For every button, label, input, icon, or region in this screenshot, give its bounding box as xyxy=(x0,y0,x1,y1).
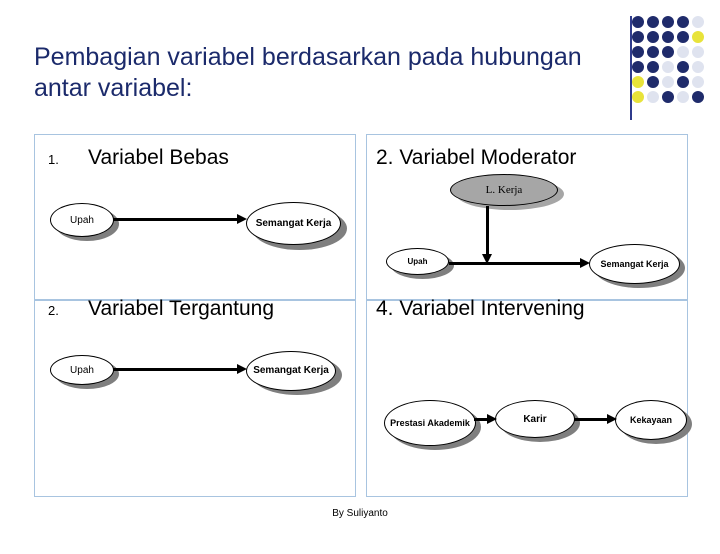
decorative-dot xyxy=(647,61,659,73)
node-upah-q3: Upah xyxy=(50,355,114,385)
page-title: Pembagian variabel berdasarkan pada hubu… xyxy=(34,43,582,102)
node-upah-q2: Upah xyxy=(386,248,449,275)
quadrant-2-label: Variabel Moderator xyxy=(399,146,577,169)
connector-upah-to-semangat-q1 xyxy=(113,214,247,224)
decorative-dot xyxy=(677,76,689,88)
node-upah-q1: Upah xyxy=(50,203,114,237)
decorative-dot xyxy=(662,31,674,43)
node-karir-q4: Karir xyxy=(495,400,575,438)
connector-prestasi-to-karir-q4 xyxy=(474,414,497,424)
decorative-dot xyxy=(647,76,659,88)
decorative-dot xyxy=(632,46,644,58)
connector-upah-to-semangat-q2 xyxy=(449,258,590,268)
decorative-dot xyxy=(677,16,689,28)
decorative-dot xyxy=(677,31,689,43)
decorative-dot xyxy=(632,76,644,88)
decorative-dot xyxy=(677,46,689,58)
quadrant-2-number: 2. xyxy=(376,146,394,169)
decorative-dot xyxy=(662,16,674,28)
quadrant-3-label: Variabel Tergantung xyxy=(88,297,275,320)
decorative-dot xyxy=(647,31,659,43)
decorative-dot xyxy=(647,91,659,103)
node-lingkungan-kerja-q2: L. Kerja xyxy=(450,174,558,206)
quadrant-variabel-moderator xyxy=(366,134,688,301)
quadrant-4-number: 4. xyxy=(376,297,394,320)
decorative-dot xyxy=(677,61,689,73)
decorative-dot xyxy=(632,31,644,43)
vertical-divider xyxy=(630,16,632,120)
quadrant-3-number: 2. xyxy=(48,303,59,318)
decorative-dot xyxy=(647,46,659,58)
quadrant-4-label-full: 4. Variabel Intervening xyxy=(376,297,585,321)
quadrant-variabel-intervening xyxy=(366,299,688,497)
decorative-dot xyxy=(662,46,674,58)
decorative-dot xyxy=(632,16,644,28)
decorative-dot xyxy=(677,91,689,103)
quadrant-variabel-tergantung xyxy=(34,299,356,497)
connector-lingkungan-kerja-down-q2 xyxy=(482,206,492,264)
node-semangat-kerja-q2: Semangat Kerja xyxy=(589,244,680,284)
decorative-dot xyxy=(692,91,704,103)
decorative-dot xyxy=(632,61,644,73)
decorative-dot xyxy=(647,16,659,28)
decorative-dot xyxy=(692,61,704,73)
decorative-dot xyxy=(662,61,674,73)
decorative-dot xyxy=(692,46,704,58)
node-prestasi-akademik-q4: Prestasi Akademik xyxy=(384,400,476,446)
quadrant-variabel-bebas xyxy=(34,134,356,301)
decorative-dot-grid xyxy=(632,16,708,108)
decorative-dot xyxy=(662,76,674,88)
node-kekayaan-q4: Kekayaan xyxy=(615,400,687,440)
decorative-dot xyxy=(692,16,704,28)
decorative-dot xyxy=(692,76,704,88)
decorative-dot xyxy=(632,91,644,103)
decorative-dot xyxy=(692,31,704,43)
quadrant-4-label: Variabel Intervening xyxy=(399,297,585,320)
connector-karir-to-kekayaan-q4 xyxy=(574,414,617,424)
quadrant-1-number: 1. xyxy=(48,152,59,167)
node-semangat-kerja-q3: Semangat Kerja xyxy=(246,351,336,391)
slide-footer: By Suliyanto xyxy=(332,508,388,519)
decorative-dot xyxy=(662,91,674,103)
quadrant-2-label-full: 2. Variabel Moderator xyxy=(376,146,576,170)
node-semangat-kerja-q1: Semangat Kerja xyxy=(246,202,341,245)
quadrant-1-label: Variabel Bebas xyxy=(88,146,229,169)
connector-upah-to-semangat-q3 xyxy=(113,364,247,374)
